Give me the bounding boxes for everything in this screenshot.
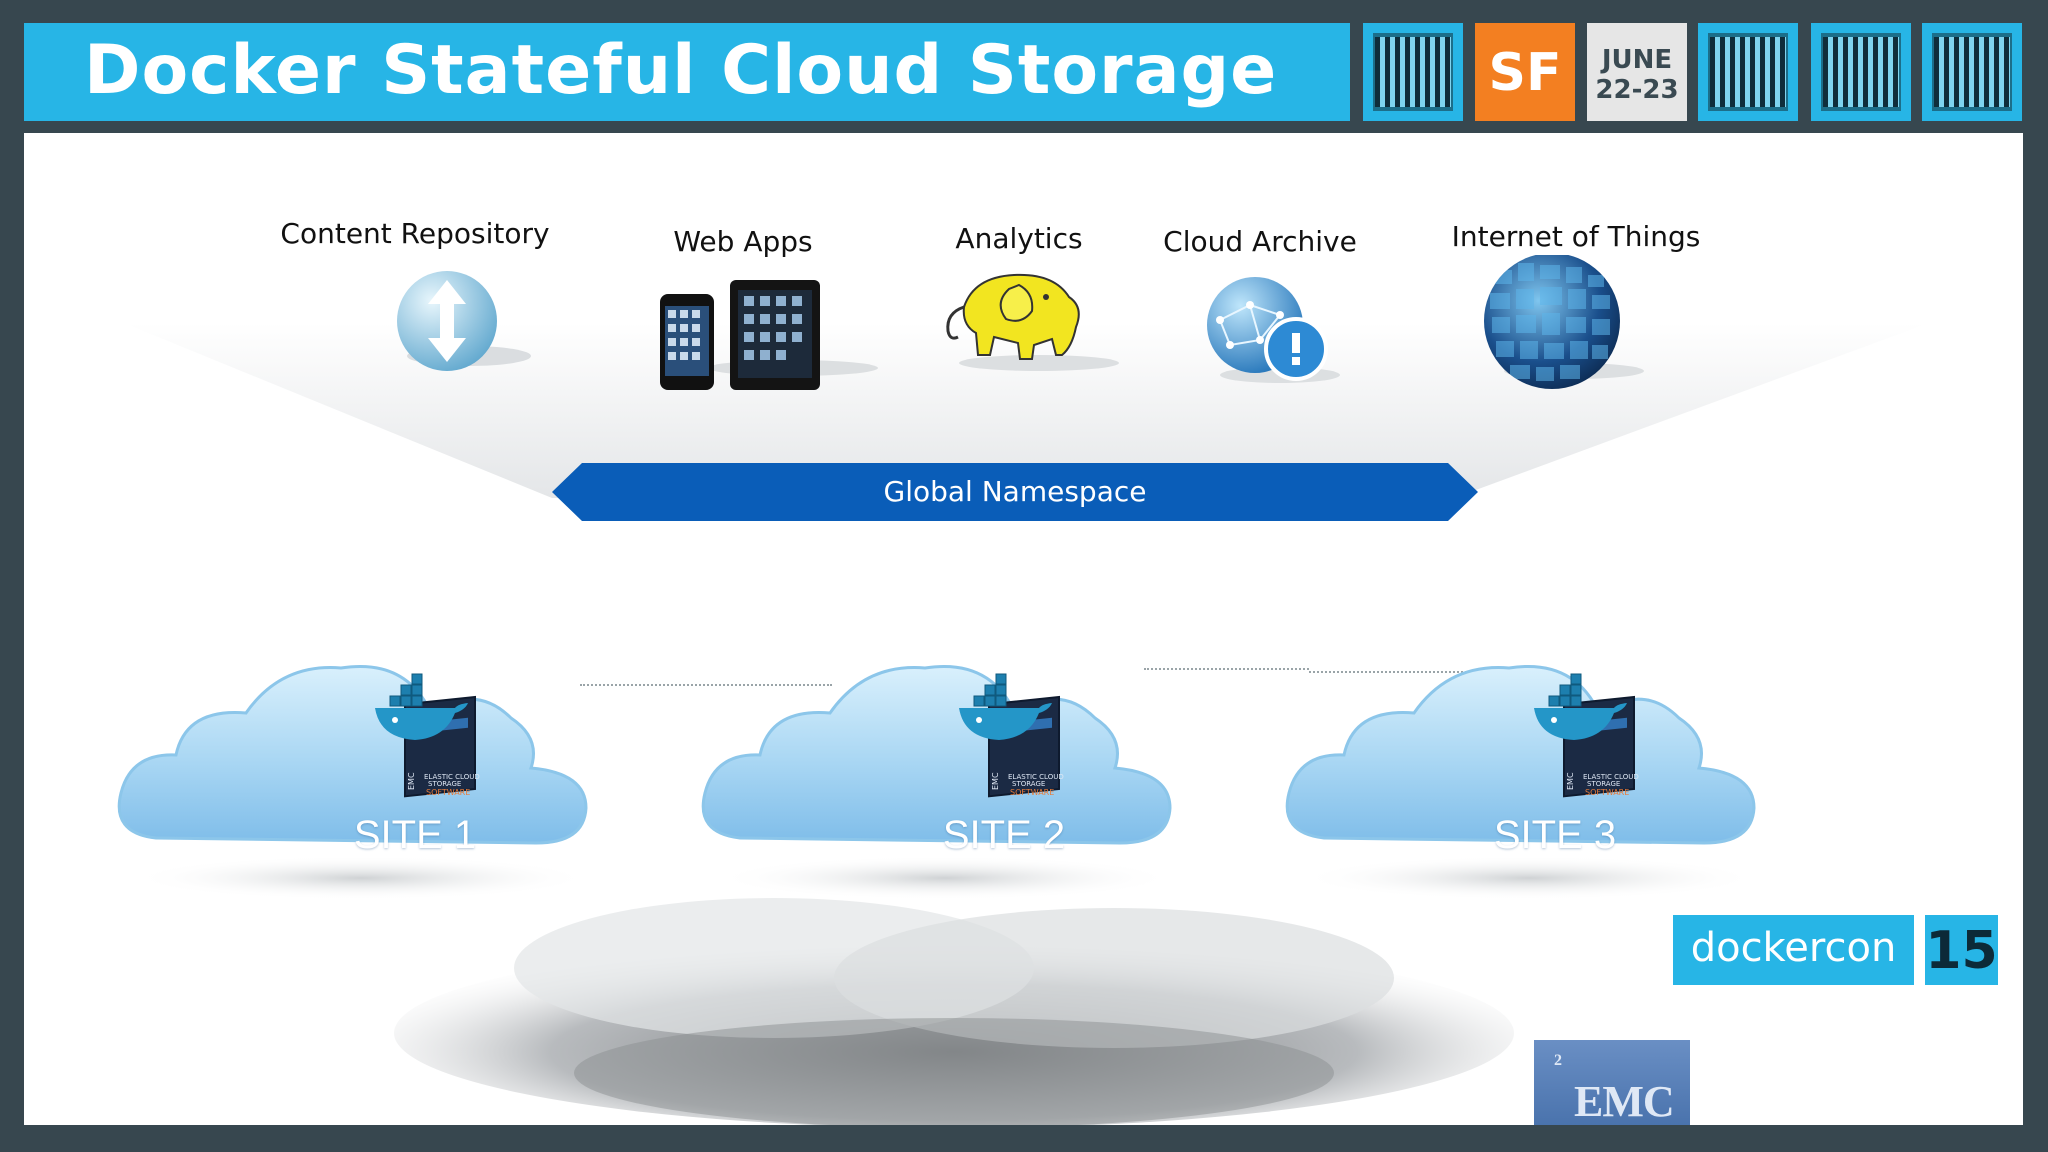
phone-tablet-icon [660, 280, 878, 390]
barcode-tile [1811, 23, 1911, 121]
dockercon-logo: dockercon [1673, 915, 1914, 985]
app-label-analytics: Analytics [955, 222, 1083, 255]
barcode-tile [1698, 23, 1798, 121]
date-badge: JUNE 22-23 [1587, 23, 1687, 121]
bottom-cloud [394, 898, 1514, 1125]
ecs-box-text-line2: STORAGE [1012, 780, 1045, 788]
docker-ecs-icon: ELASTIC CLOUD STORAGE SOFTWARE EMC [1534, 673, 1639, 798]
dockercon-text: dockercon [1690, 925, 1897, 971]
site-label-3: SITE 3 [1493, 813, 1617, 857]
date-days: 22-23 [1595, 75, 1679, 105]
dockercon-year-badge: 15 [1925, 915, 1998, 985]
app-label-cloud-archive: Cloud Archive [1163, 225, 1357, 258]
ecs-box-text-line1: ELASTIC CLOUD [424, 773, 480, 781]
city-badge: SF [1475, 23, 1575, 121]
docker-ecs-icon: ELASTIC CLOUD STORAGE SOFTWARE EMC [959, 673, 1064, 798]
sync-arrows-icon [397, 271, 531, 371]
globe-archive-icon [1207, 277, 1340, 383]
site-label-2: SITE 2 [942, 813, 1066, 857]
site-cloud-2 [701, 665, 1175, 900]
ecs-box-text-line2: STORAGE [1587, 780, 1620, 788]
connector-line [1144, 668, 1309, 670]
ecs-box-text-line3: SOFTWARE [426, 788, 470, 797]
app-label-internet-of-things: Internet of Things [1451, 220, 1701, 253]
slide-title: Docker Stateful Cloud Storage [84, 31, 1278, 110]
dockercon-year: 15 [1925, 921, 1998, 981]
app-label-content-repository: Content Repository [280, 217, 550, 250]
data-globe-icon [1484, 255, 1644, 389]
barcode-tile [1922, 23, 2022, 121]
ecs-box-vendor: EMC [991, 772, 1000, 790]
docker-ecs-icon: ELASTIC CLOUD STORAGE SOFTWARE EMC [375, 673, 480, 798]
slide-body: Content Repository Web Apps Analytics Cl… [24, 133, 2023, 1125]
barcode-tile [1363, 23, 1463, 121]
site-cloud-3 [1285, 665, 1759, 900]
connector-line [580, 684, 832, 686]
date-month: JUNE [1601, 45, 1673, 75]
funnel-backdrop [124, 323, 1929, 498]
ecs-box-text-line3: SOFTWARE [1010, 788, 1054, 797]
ecs-box-text-line2: STORAGE [428, 780, 461, 788]
ecs-box-text-line1: ELASTIC CLOUD [1008, 773, 1064, 781]
site-cloud-1 [117, 665, 591, 900]
ecs-box-vendor: EMC [1566, 772, 1575, 790]
global-namespace-label-wrap: Global Namespace [552, 463, 1478, 521]
global-namespace-label: Global Namespace [883, 475, 1147, 508]
site-label-1: SITE 1 [353, 813, 477, 857]
app-label-web-apps: Web Apps [673, 225, 813, 258]
ecs-box-text-line3: SOFTWARE [1585, 788, 1629, 797]
global-namespace-banner [552, 463, 1478, 521]
ecs-box-vendor: EMC [407, 772, 416, 790]
hadoop-elephant-icon [946, 273, 1119, 371]
title-bar: Docker Stateful Cloud Storage [24, 23, 1350, 121]
ecs-box-text-line1: ELASTIC CLOUD [1583, 773, 1639, 781]
connector-line [1309, 671, 1471, 673]
